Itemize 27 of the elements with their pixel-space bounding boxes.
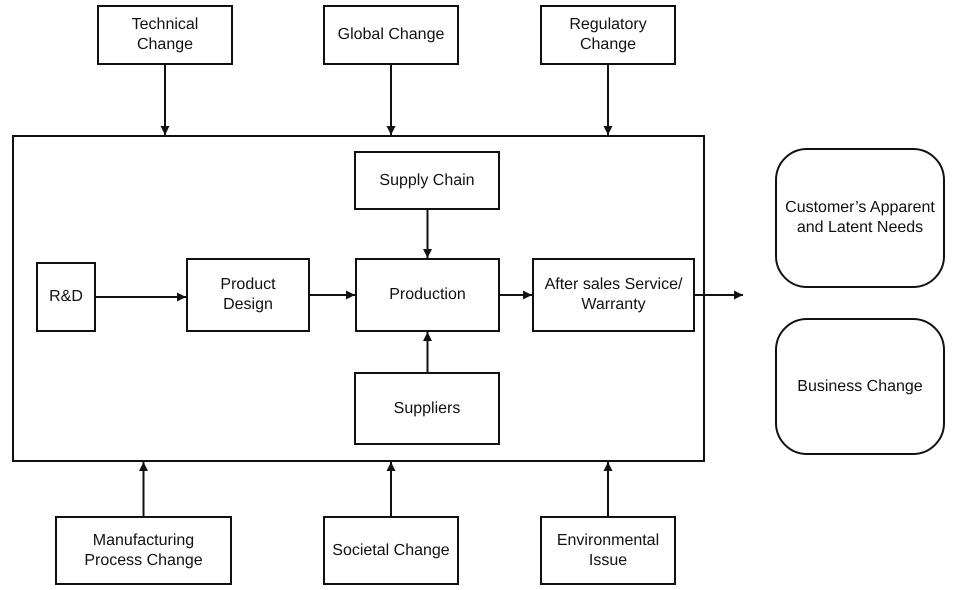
process-box: Supply Chain bbox=[354, 151, 500, 210]
arrow bbox=[386, 65, 396, 135]
arrow bbox=[139, 462, 148, 516]
process-box: Environmental Issue bbox=[540, 516, 676, 585]
arrow bbox=[423, 332, 432, 372]
arrow bbox=[500, 290, 532, 300]
arrow bbox=[96, 292, 186, 302]
process-box: Global Change bbox=[323, 5, 459, 65]
frame-box bbox=[12, 135, 705, 462]
process-box: Suppliers bbox=[354, 372, 500, 445]
arrow bbox=[604, 65, 612, 135]
process-box: Production bbox=[355, 258, 500, 332]
rounded-box: Business Change bbox=[775, 318, 945, 455]
process-box: R&D bbox=[36, 262, 96, 332]
arrow bbox=[604, 462, 612, 516]
process-box: Societal Change bbox=[323, 516, 459, 585]
arrow bbox=[160, 65, 170, 135]
process-box: Regulatory Change bbox=[540, 5, 676, 65]
arrow bbox=[423, 210, 432, 258]
process-box: After sales Service/ Warranty bbox=[532, 258, 695, 332]
rounded-box: Customer’s Apparent and Latent Needs bbox=[775, 148, 945, 288]
arrow bbox=[310, 290, 355, 300]
process-box: Manufacturing Process Change bbox=[55, 516, 232, 585]
arrow bbox=[386, 462, 396, 516]
process-box: Technical Change bbox=[97, 5, 233, 65]
process-box: Product Design bbox=[186, 258, 310, 332]
arrow bbox=[695, 290, 743, 300]
